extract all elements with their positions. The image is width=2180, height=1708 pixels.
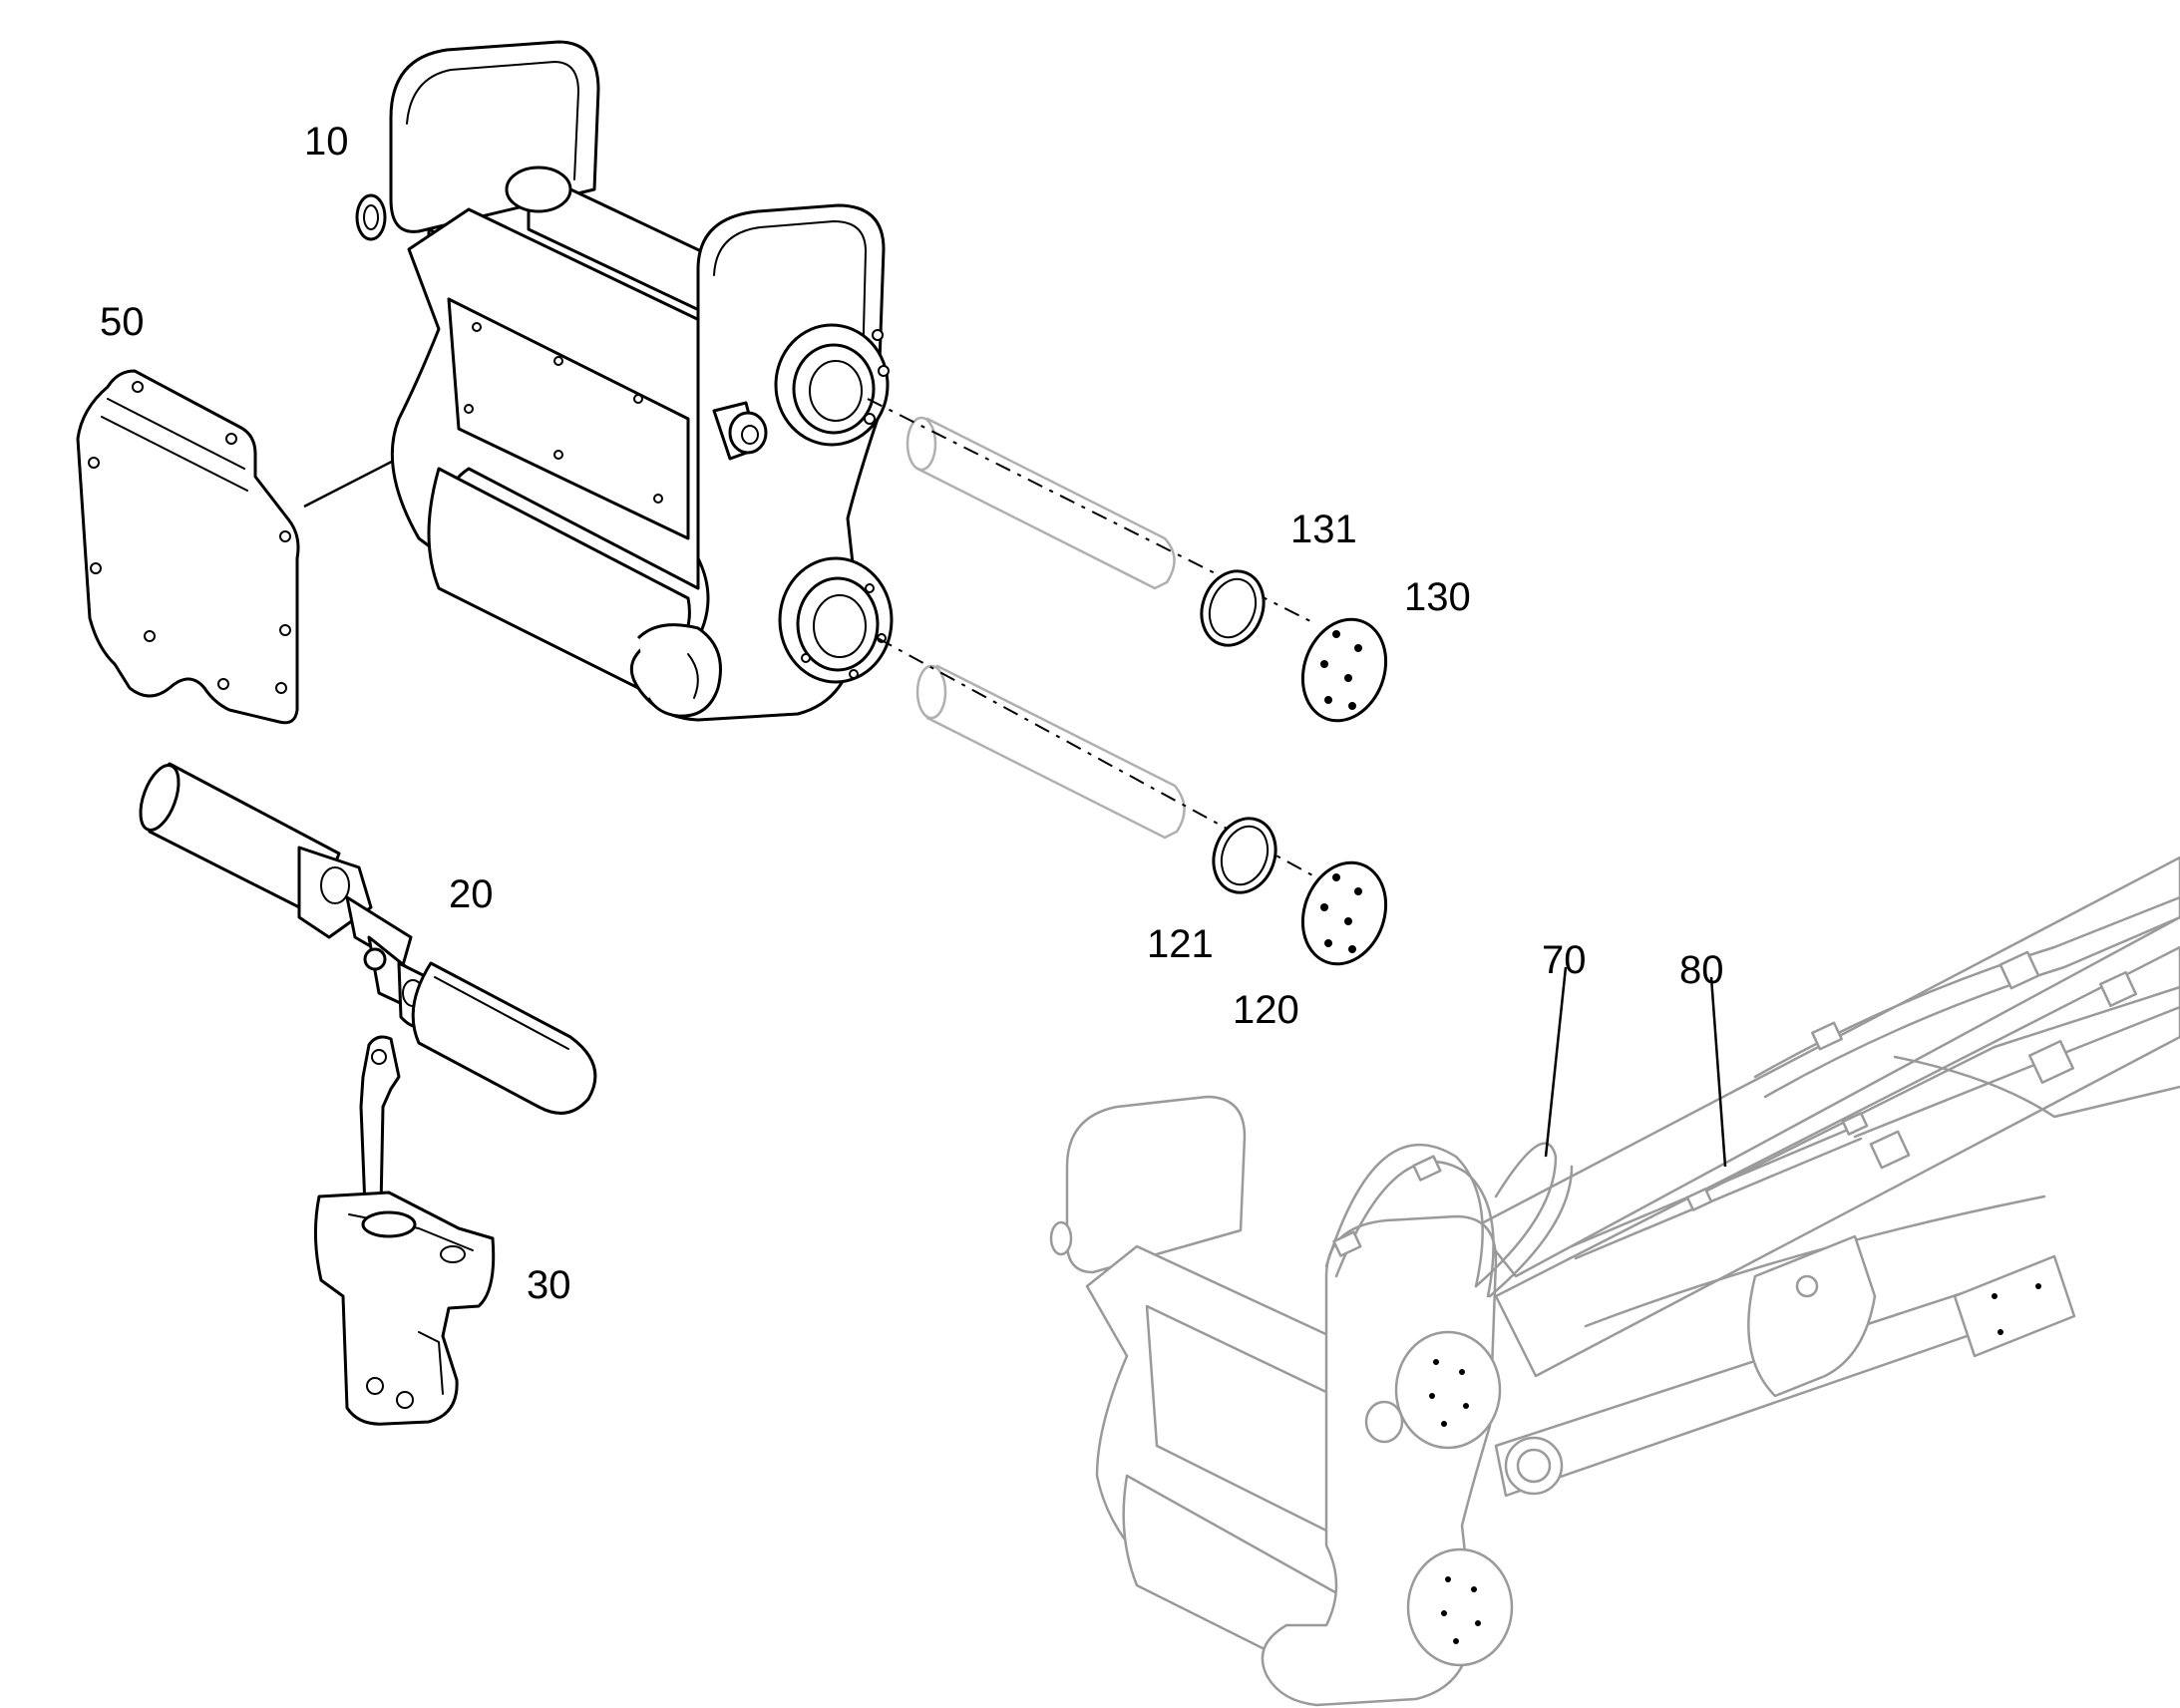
callout-10: 10 bbox=[304, 120, 349, 164]
callout-130: 130 bbox=[1404, 575, 1471, 619]
callout-30: 30 bbox=[527, 1263, 571, 1307]
cover-disc-part-120 bbox=[1300, 860, 1388, 966]
callout-120: 120 bbox=[1233, 988, 1299, 1032]
leader-70 bbox=[1544, 966, 1568, 1158]
callout-80: 80 bbox=[1679, 948, 1724, 992]
callout-70: 70 bbox=[1542, 938, 1587, 982]
retaining-ring-part-121 bbox=[1212, 817, 1277, 894]
leader-80 bbox=[1709, 976, 1727, 1168]
callout-20: 20 bbox=[449, 872, 494, 916]
retaining-ring-part-131 bbox=[1200, 569, 1266, 647]
hydraulic-cylinder-part-20 bbox=[139, 762, 597, 1115]
coupler-frame-part-10 bbox=[355, 40, 894, 722]
assembled-boom-view bbox=[1049, 855, 2180, 1707]
lower-hinge-pin bbox=[915, 664, 1186, 840]
lower-axis-line bbox=[877, 637, 1317, 878]
upper-axis-line bbox=[867, 398, 1317, 625]
locking-wedge-part-30 bbox=[313, 1035, 496, 1426]
callout-131: 131 bbox=[1290, 508, 1357, 551]
upper-hinge-pin bbox=[906, 416, 1176, 590]
cover-disc-part-130 bbox=[1300, 617, 1388, 723]
callout-50: 50 bbox=[100, 300, 145, 344]
callout-121: 121 bbox=[1147, 922, 1214, 966]
cover-plate-part-50 bbox=[76, 369, 500, 725]
